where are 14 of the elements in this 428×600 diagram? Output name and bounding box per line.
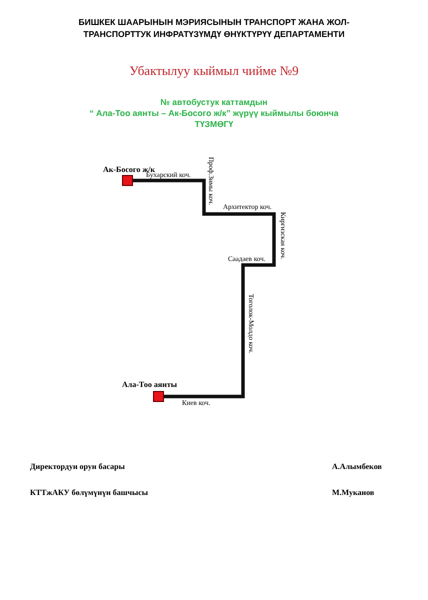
route-line [133, 178, 276, 398]
subtitle-line: № автобустук каттамдын [159, 97, 269, 107]
bus-stop-marker [153, 391, 164, 402]
subtitle-line: “ Ала-Тоо аянты – Ак-Босого ж/к” жүрүү кыймылы боюнча [88, 108, 340, 118]
signature-role: Директордун орун басары [30, 462, 125, 471]
stop-name: Ала-Тоо аянты [122, 380, 178, 389]
signature-name: А.Алымбеков [332, 462, 382, 471]
signature-name: М.Муканов [332, 488, 374, 497]
bus-stop-marker [122, 175, 133, 186]
subtitle-line: ТҮЗМӨГҮ [194, 119, 234, 129]
signature-role: КТТжАКУ бөлүмүнүн башчысы [30, 488, 148, 497]
heading: БИШКЕК ШААРЫНЫН МЭРИЯСЫНЫН ТРАНСПОРТ ЖАНА ЖОЛ-ТРАНСПОРТТУК ИНФРАТҮЗҮМДҮ ӨНҮКТҮРҮҮ ДЕПАРТАМЕНТИ [78, 16, 350, 40]
stop-name: Ак-Босого ж/к [103, 165, 155, 174]
title-text: Убактылуу кыймыл чийме №9 [128, 63, 300, 79]
